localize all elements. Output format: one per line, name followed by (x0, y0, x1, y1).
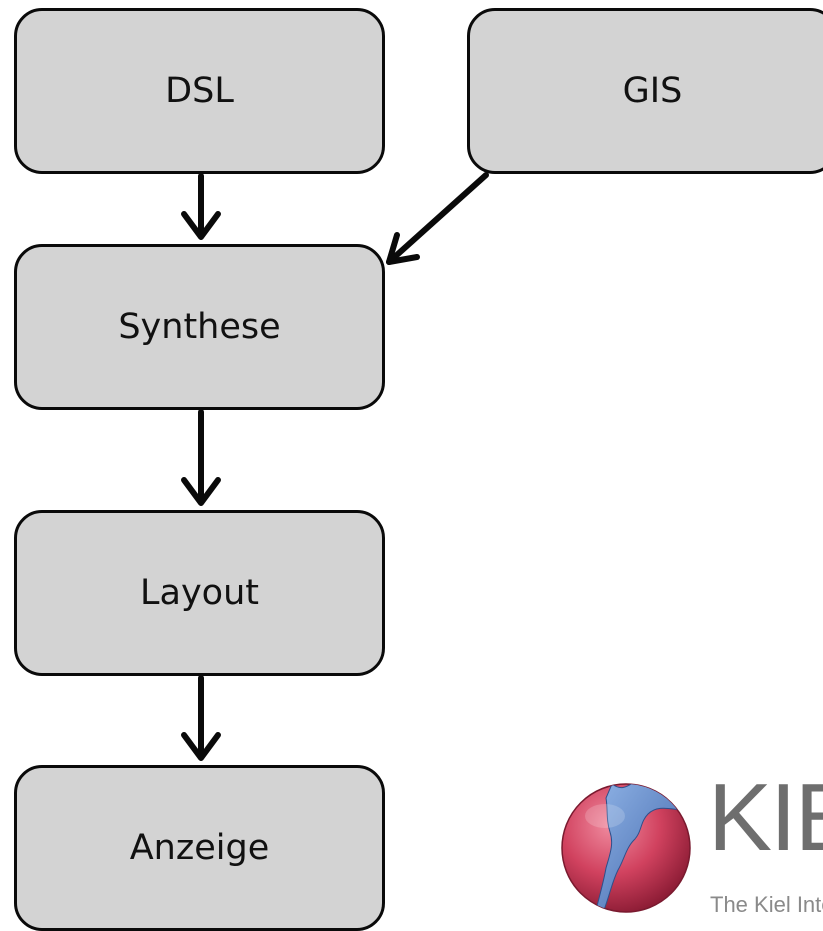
kieler-sphere-icon (561, 783, 691, 913)
node-synthese-label: Synthese (118, 307, 281, 347)
node-layout-label: Layout (140, 573, 259, 613)
node-dsl-label: DSL (165, 71, 234, 111)
node-anzeige-label: Anzeige (129, 828, 270, 868)
kieler-logo: KIELER The Kiel Integrated Environment f… (560, 770, 823, 927)
arrow-layout-to-anzeige (181, 675, 221, 761)
node-dsl: DSL (14, 8, 385, 174)
logo-tagline: The Kiel Integrated Environment for Layo… (710, 892, 823, 917)
arrow-synthese-to-layout (181, 409, 221, 506)
node-layout: Layout (14, 510, 385, 676)
node-synthese: Synthese (14, 244, 385, 410)
arrow-gis-to-synthese (386, 172, 489, 265)
logo-wordmark: KIELER (708, 770, 823, 871)
arrow-dsl-to-synthese (181, 173, 221, 240)
node-gis-label: GIS (622, 71, 683, 111)
node-anzeige: Anzeige (14, 765, 385, 931)
node-gis: GIS (467, 8, 823, 174)
